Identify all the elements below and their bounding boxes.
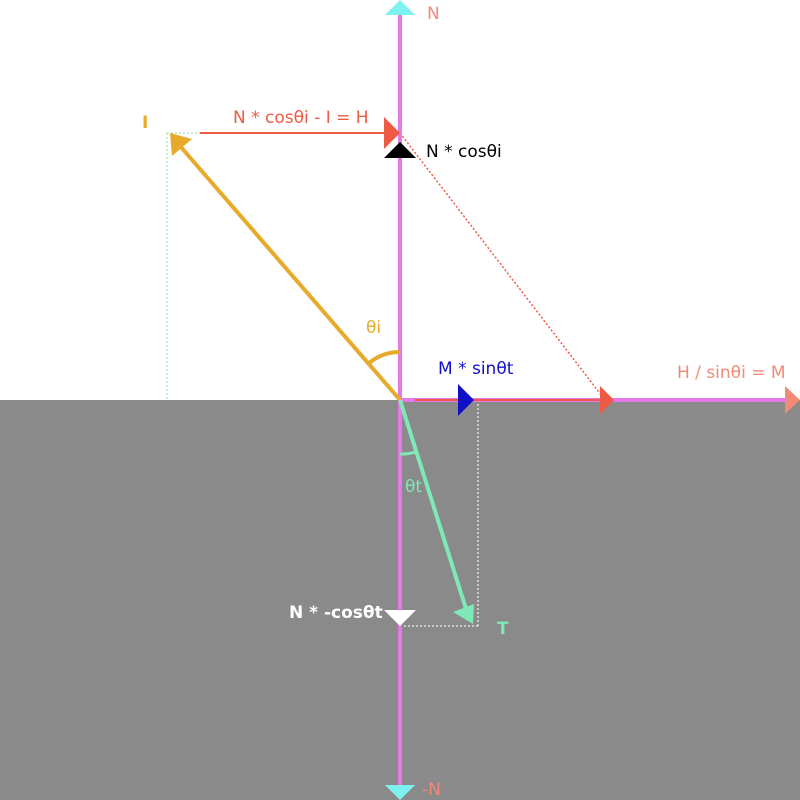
h-to-m-dotted-line bbox=[399, 132, 606, 401]
theta-t-arc bbox=[399, 450, 417, 456]
label-n-neg-cos: N * -cosθt bbox=[289, 603, 383, 623]
label-h-equation: N * cosθi - I = H bbox=[233, 108, 369, 128]
h-transfer-marker bbox=[600, 386, 614, 414]
transmitted-vector-line bbox=[398, 399, 469, 613]
n-cos-marker bbox=[384, 142, 416, 158]
h-vector-arrowhead bbox=[384, 117, 400, 149]
theta-i-arc bbox=[366, 349, 401, 366]
label-theta-i: θi bbox=[366, 318, 381, 338]
label-m-equation: H / sinθi = M bbox=[677, 363, 786, 383]
m-vector-arrowhead bbox=[785, 386, 800, 414]
label-n-top: N bbox=[427, 4, 440, 24]
label-n-bottom: -N bbox=[422, 780, 441, 800]
label-transmitted: T bbox=[497, 619, 509, 639]
incident-vector-line bbox=[178, 144, 402, 402]
m-sin-marker bbox=[458, 384, 474, 416]
label-m-sin: M * sinθt bbox=[438, 359, 514, 379]
label-incident: I bbox=[142, 113, 148, 133]
label-n-cos: N * cosθi bbox=[426, 142, 502, 162]
incident-arrowhead bbox=[170, 133, 192, 156]
transmitted-arrowhead bbox=[453, 604, 474, 624]
n-neg-cos-marker bbox=[384, 610, 416, 626]
label-theta-t: θt bbox=[405, 477, 422, 497]
normal-down-arrowhead bbox=[385, 785, 415, 800]
normal-up-arrowhead bbox=[385, 0, 415, 15]
